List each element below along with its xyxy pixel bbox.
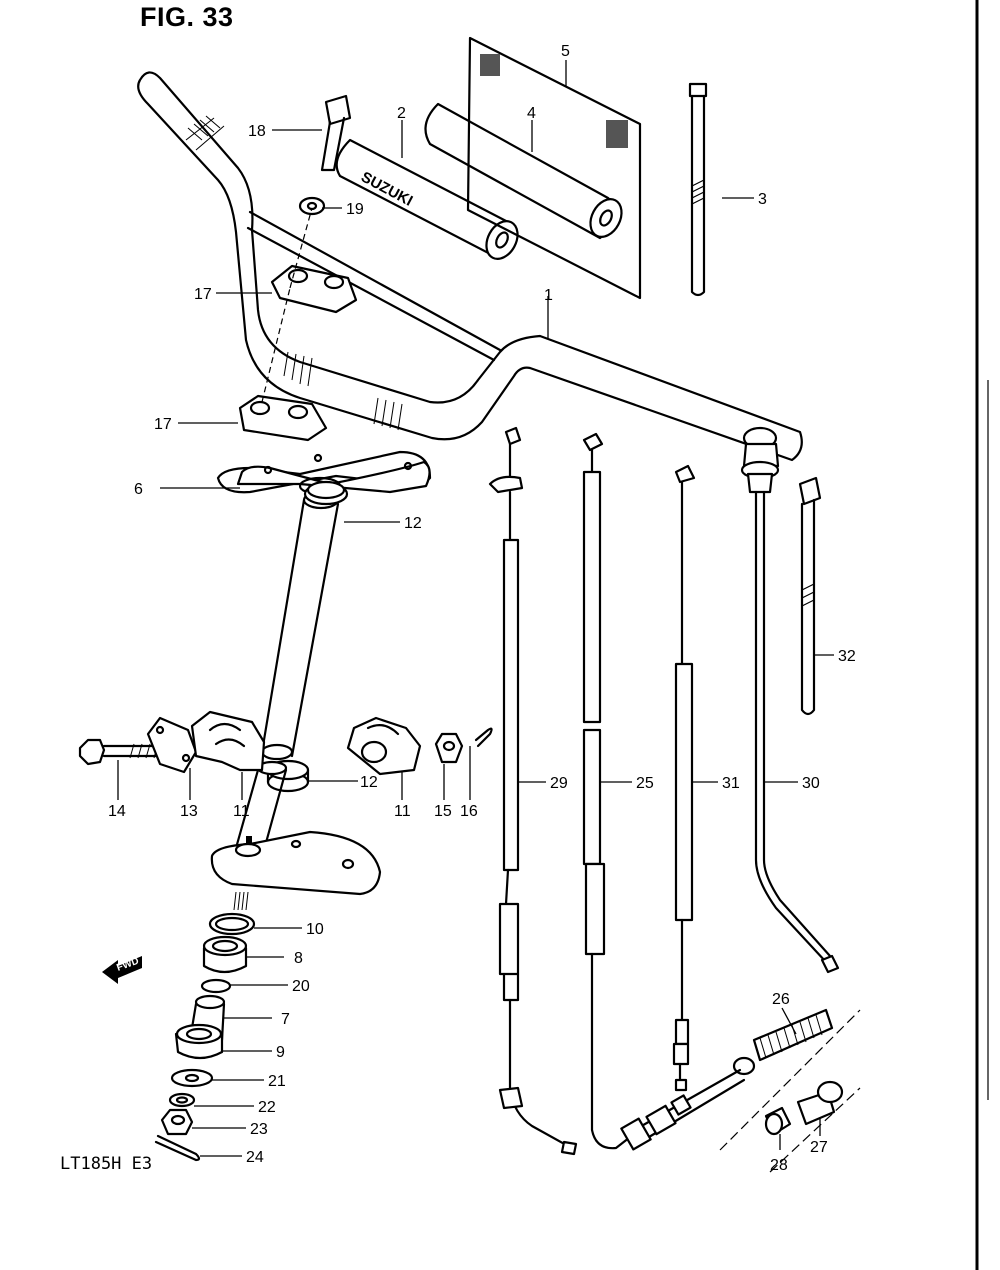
label-part-9: 9 (276, 1044, 285, 1061)
label-part-21: 21 (268, 1073, 286, 1090)
steering-shaft-lower (234, 760, 288, 852)
sheet-5 (466, 36, 642, 300)
label-part-8: 8 (294, 950, 303, 967)
pad-4 (424, 102, 623, 240)
label-part-1: 1 (544, 287, 553, 304)
label-part-30: 30 (802, 775, 820, 792)
bearing-8 (202, 935, 248, 974)
figure-title: FIG. 33 (140, 2, 234, 32)
label-part-22: 22 (258, 1099, 276, 1116)
ring-20 (200, 978, 232, 994)
label-part-5: 5 (561, 43, 570, 60)
handlebar (137, 71, 803, 462)
cable-31 (672, 464, 696, 1092)
label-part-29: 29 (550, 775, 568, 792)
model-code: LT185H E3 (60, 1154, 153, 1174)
holder-upper-17 (270, 264, 358, 314)
collar-28 (764, 1106, 792, 1136)
label-part-24: 24 (246, 1149, 264, 1166)
label-part-31: 31 (722, 775, 740, 792)
threaded-stem (233, 891, 249, 911)
label-part-2: 2 (397, 105, 406, 122)
label-part-16: 16 (460, 803, 478, 820)
label-part-15: 15 (434, 803, 452, 820)
label-part-32: 32 (838, 648, 856, 665)
cable-29 (488, 426, 578, 1156)
cable-25 (582, 432, 636, 1150)
label-part-23: 23 (250, 1121, 268, 1138)
steering-shaft-upper (260, 490, 340, 761)
upper-plate-6 (216, 450, 432, 496)
label-part-6: 6 (134, 481, 143, 498)
label-part-25: 25 (636, 775, 654, 792)
label-part-3: 3 (758, 191, 767, 208)
pin-27 (796, 1080, 844, 1126)
label-part-12-lower: 12 (360, 774, 378, 791)
label-part-26: 26 (772, 991, 790, 1008)
spring-26 (732, 1008, 834, 1076)
washer-21 (170, 1068, 214, 1088)
nut-23 (160, 1108, 194, 1136)
label-part-7: 7 (281, 1011, 290, 1028)
leader-lines (117, 60, 834, 1157)
fwd-arrow-icon: FWD (102, 956, 142, 984)
strap-3 (688, 82, 708, 297)
label-part-11-left: 11 (233, 803, 250, 820)
label-part-18: 18 (248, 123, 266, 140)
holder-lower-17 (238, 394, 328, 442)
alignment-dash (261, 287, 291, 403)
label-part-17-upper: 17 (194, 286, 212, 303)
bearing-9 (174, 1023, 224, 1060)
strap-32 (798, 476, 822, 716)
label-part-20: 20 (292, 978, 310, 995)
label-part-10: 10 (306, 921, 324, 938)
cable-adjuster (620, 1068, 746, 1151)
label-part-28: 28 (770, 1157, 788, 1174)
label-part-13: 13 (180, 803, 198, 820)
clamp-11-left (190, 710, 266, 772)
cotter-pin-16 (474, 727, 493, 748)
label-part-19: 19 (346, 201, 364, 218)
label-part-17-lower: 17 (154, 416, 172, 433)
cotter-pin-24 (154, 1134, 201, 1162)
clamp-11-right (346, 716, 422, 776)
cable-30 (740, 426, 840, 974)
plate-13 (146, 716, 198, 774)
label-part-4: 4 (527, 105, 536, 122)
label-part-11-right: 11 (394, 803, 411, 820)
bolt-18 (320, 94, 352, 172)
label-part-27: 27 (810, 1139, 828, 1156)
washer-22 (168, 1092, 196, 1108)
label-part-12-upper: 12 (404, 515, 422, 532)
steering-arm-plate (210, 830, 382, 896)
nut-15 (434, 732, 464, 764)
bracket-line (719, 1009, 861, 1151)
label-part-14: 14 (108, 803, 126, 820)
